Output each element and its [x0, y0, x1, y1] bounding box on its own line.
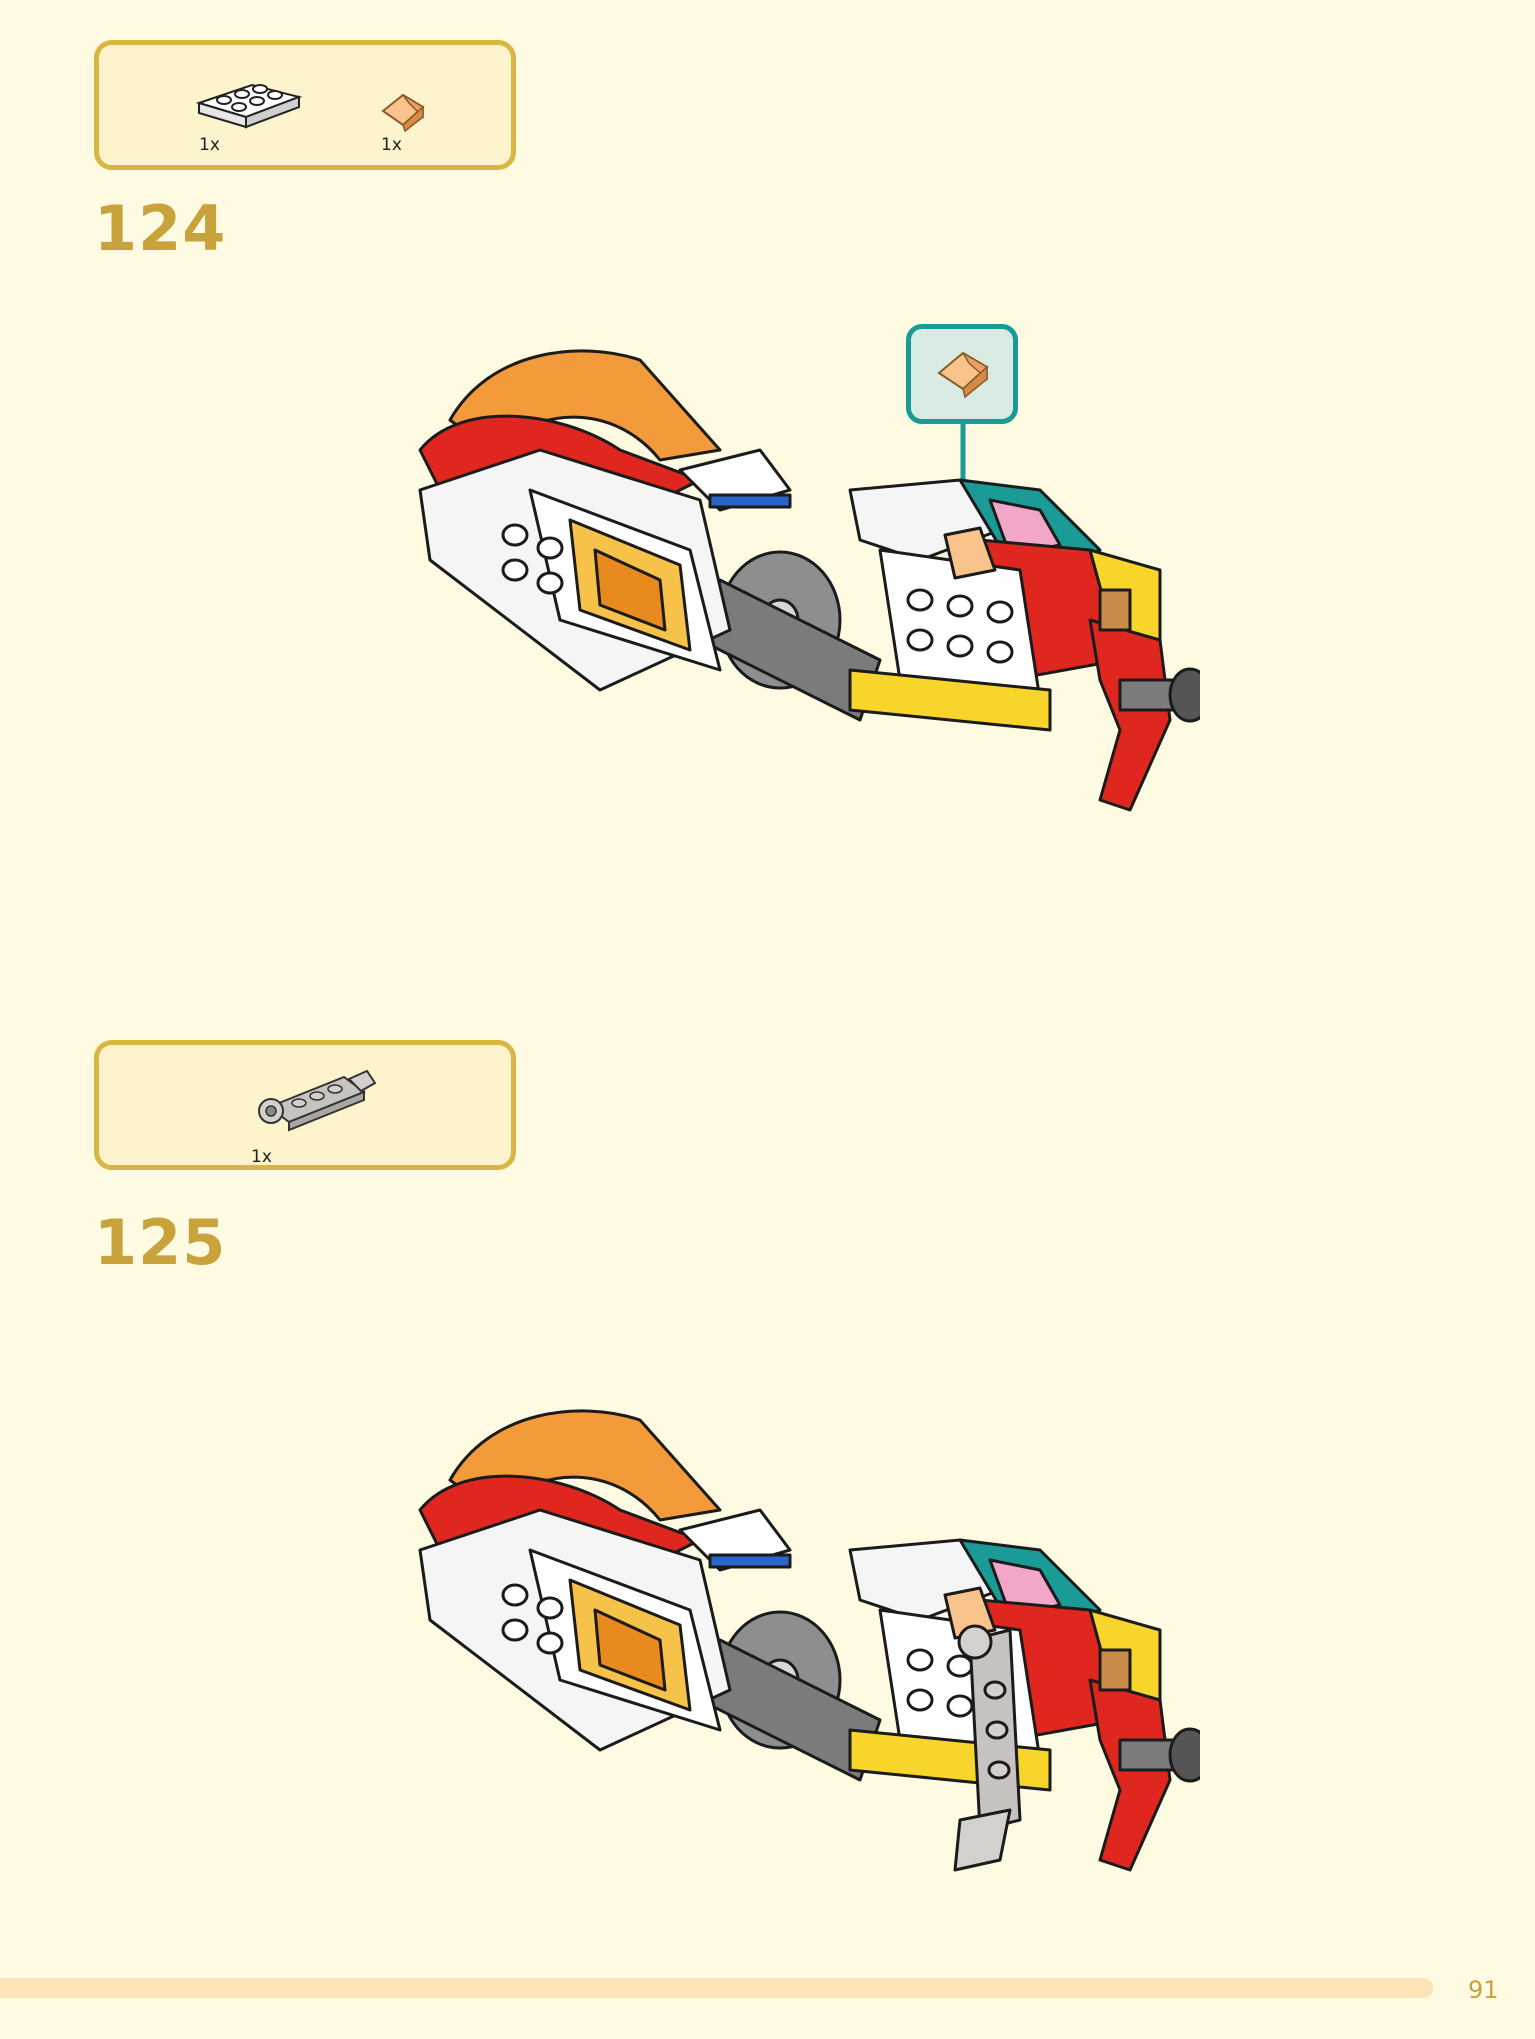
gray-bar-plate-icon	[258, 1069, 377, 1132]
page-progress-bar	[0, 1978, 1433, 1998]
parts-list-step-124: 1x 1x	[94, 40, 516, 170]
trans-orange-slope-icon	[937, 351, 989, 399]
model-assembly-step-124	[418, 349, 1200, 812]
white-plate-2x3-icon	[195, 83, 303, 129]
step-number: 125	[94, 1206, 227, 1279]
page-number: 91	[1468, 1976, 1499, 2004]
part-quantity: 1x	[381, 135, 402, 155]
part-quantity: 1x	[251, 1147, 272, 1167]
new-part-callout	[906, 324, 1018, 424]
step-number: 124	[94, 192, 227, 265]
trans-orange-slope-icon	[381, 93, 425, 133]
model-assembly-step-125	[418, 1409, 1200, 1872]
parts-list-step-125: 1x	[94, 1040, 516, 1170]
part-quantity: 1x	[199, 135, 220, 155]
